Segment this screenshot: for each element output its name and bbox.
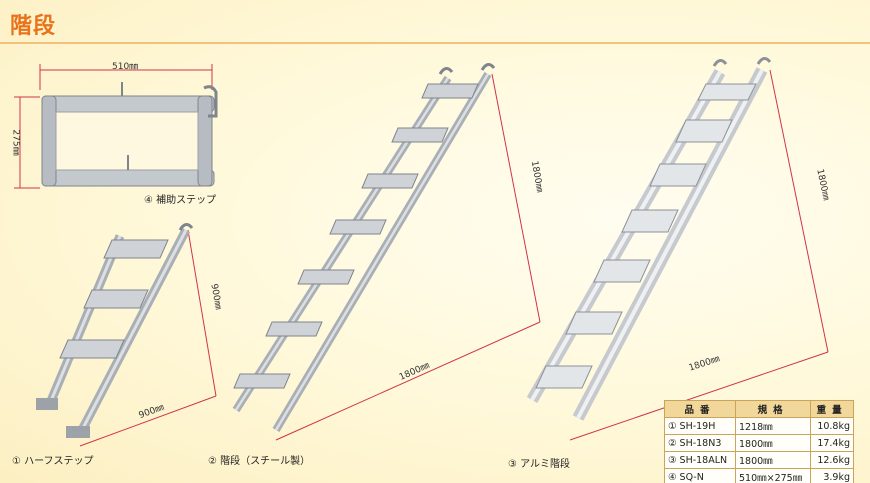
table-row: ③ SH-18ALN 1800㎜ 12.6kg <box>664 451 854 469</box>
half-step-image <box>36 223 217 447</box>
header-size: 規格 <box>734 400 812 418</box>
page-title: 階段 <box>10 14 57 39</box>
cell-weight: 10.8kg <box>810 417 854 435</box>
cell-weight: 3.9kg <box>810 468 854 483</box>
caption-half-step: ① ハーフステップ <box>12 456 94 467</box>
cell-size: 510㎜×275㎜ <box>734 468 812 483</box>
header-part-number: 品番 <box>664 400 736 418</box>
caption-auxiliary-step: ④ 補助ステップ <box>144 195 217 206</box>
cell-part-number: ② SH-18N3 <box>664 434 736 452</box>
dim-item4-width: 510㎜ <box>112 62 139 72</box>
auxiliary-step-image <box>14 64 218 189</box>
cell-part-number: ③ SH-18ALN <box>664 451 736 469</box>
caption-aluminum-stairs: ③ アルミ階段 <box>508 459 571 470</box>
cell-weight: 12.6kg <box>810 451 854 469</box>
table-row: ④ SQ-N 510㎜×275㎜ 3.9kg <box>664 468 854 483</box>
cell-size: 1800㎜ <box>734 451 812 469</box>
spec-table: 品番 規格 重量 ① SH-19H 1218㎜ 10.8kg ② SH-18N3… <box>664 400 854 483</box>
table-row: ① SH-19H 1218㎜ 10.8kg <box>664 417 854 435</box>
cell-size: 1218㎜ <box>734 417 812 435</box>
cell-weight: 17.4kg <box>810 434 854 452</box>
cell-part-number: ④ SQ-N <box>664 468 736 483</box>
cell-size: 1800㎜ <box>734 434 812 452</box>
title-divider <box>0 42 870 44</box>
aluminum-stairs-image <box>526 57 829 441</box>
cell-part-number: ① SH-19H <box>664 417 736 435</box>
spec-header-row: 品番 規格 重量 <box>664 400 854 418</box>
steel-stairs-image <box>232 63 541 441</box>
table-row: ② SH-18N3 1800㎜ 17.4kg <box>664 434 854 452</box>
header-weight: 重量 <box>810 400 854 418</box>
dim-item4-height: 275㎜ <box>10 129 21 156</box>
caption-steel-stairs: ② 階段（スチール製） <box>208 456 311 467</box>
